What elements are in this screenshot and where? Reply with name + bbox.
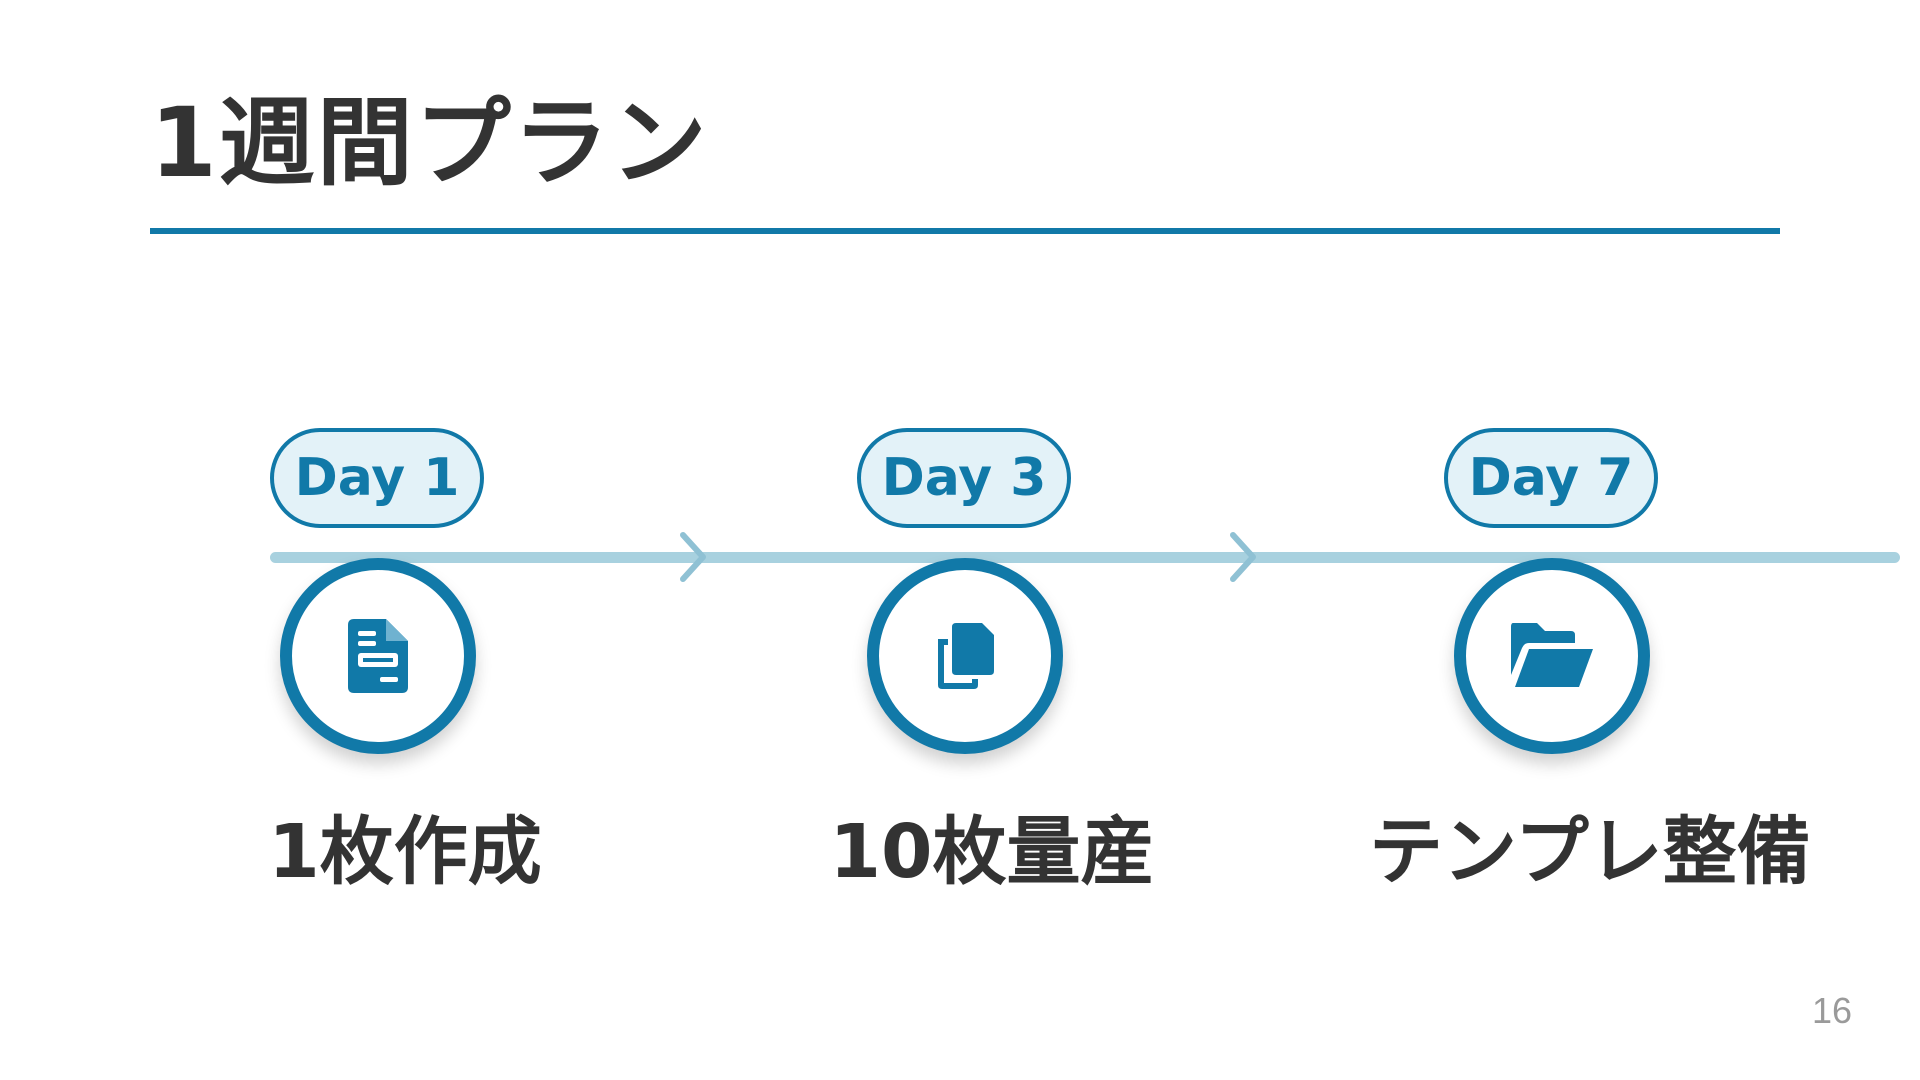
day-7-badge: Day 7 xyxy=(1444,428,1658,528)
step-3-label: テンプレ整備 xyxy=(1369,809,1811,895)
document-icon xyxy=(348,619,408,693)
timeline-line xyxy=(270,552,1900,563)
title-underline xyxy=(150,228,1780,234)
day-1-badge: Day 1 xyxy=(270,428,484,528)
step-2-icon-circle xyxy=(867,558,1063,754)
copy-icon xyxy=(938,623,994,689)
folder-open-icon xyxy=(1511,623,1593,687)
step-2-label: 10枚量産 xyxy=(829,809,1155,895)
page-title: 1週間プラン xyxy=(150,87,709,199)
day-3-badge: Day 3 xyxy=(857,428,1071,528)
chevron-right-icon xyxy=(1230,532,1256,582)
step-1-label: 1枚作成 xyxy=(268,809,542,895)
page-number: 16 xyxy=(1811,990,1852,1031)
step-1-icon-circle xyxy=(280,558,476,754)
chevron-right-icon xyxy=(680,532,706,582)
step-3-icon-circle xyxy=(1454,558,1650,754)
